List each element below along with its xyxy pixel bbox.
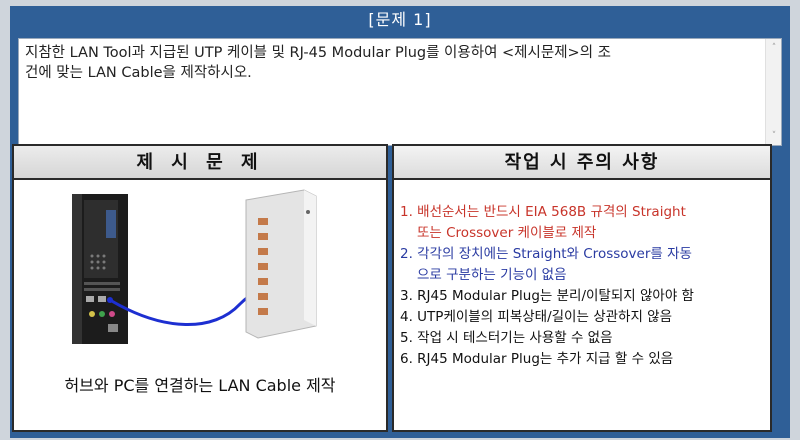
problem-title: [문제 1] (10, 6, 790, 34)
precaution-item-1: 1. 배선순서는 반드시 EIA 568B 규격의 Straight (400, 204, 686, 220)
question-textarea[interactable]: 지참한 LAN Tool과 지급된 UTP 케이블 및 RJ-45 Modula… (18, 38, 782, 146)
precaution-item-1-cont: 또는 Crossover 케이블로 제작 (417, 225, 597, 241)
precautions-panel: 작업 시 주의 사항 1. 배선순서는 반드시 EIA 568B 규격의 Str… (392, 144, 772, 432)
precautions-list: 1. 배선순서는 반드시 EIA 568B 규격의 Straight 또는 Cr… (400, 202, 764, 370)
presented-problem-caption: 허브와 PC를 연결하는 LAN Cable 제작 (64, 376, 336, 395)
chevron-down-icon[interactable]: ˅ (771, 131, 777, 141)
lan-cable (109, 289, 269, 326)
precaution-item-6: 6. RJ45 Modular Plug는 추가 지급 할 수 있음 (400, 351, 674, 367)
precaution-item-2-cont: 으로 구분하는 기능이 없음 (417, 267, 567, 283)
question-text: 지참한 LAN Tool과 지급된 UTP 케이블 및 RJ-45 Modula… (25, 43, 761, 83)
precaution-item-5: 5. 작업 시 테스터기는 사용할 수 없음 (400, 330, 613, 346)
question-line-2: 건에 맞는 LAN Cable을 제작하시오. (25, 65, 252, 81)
question-line-1: 지참한 LAN Tool과 지급된 UTP 케이블 및 RJ-45 Modula… (25, 45, 611, 61)
presented-problem-header: 제 시 문 제 (14, 146, 386, 180)
precautions-header: 작업 시 주의 사항 (394, 146, 770, 180)
network-hub-icon (245, 189, 317, 339)
precaution-item-2: 2. 각각의 장치에는 Straight와 Crossover를 자동 (400, 246, 692, 262)
precaution-item-3: 3. RJ45 Modular Plug는 분리/이탈되지 않아야 함 (400, 288, 694, 304)
pc-hub-diagram (72, 189, 317, 344)
question-scrollbar[interactable]: ˄ ˅ (765, 39, 781, 145)
pc-tower-icon (72, 194, 128, 344)
chevron-up-icon[interactable]: ˄ (771, 43, 777, 53)
presented-problem-panel: 제 시 문 제 (12, 144, 388, 432)
precaution-item-4: 4. UTP케이블의 피복상태/길이는 상관하지 않음 (400, 309, 673, 325)
